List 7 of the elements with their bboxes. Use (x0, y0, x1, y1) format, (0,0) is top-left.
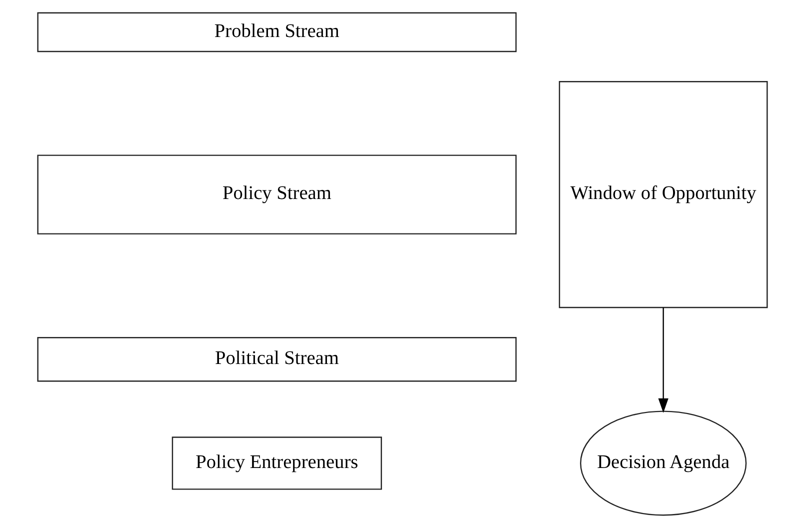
node-box: Policy Entrepreneurs (172, 436, 382, 490)
node-box: Window of Opportunity (558, 81, 768, 308)
node-box: Policy Stream (37, 154, 517, 234)
node-ellipse: Decision Agenda (580, 410, 747, 516)
node-box: Political Stream (37, 337, 517, 382)
node-box: Problem Stream (37, 12, 517, 52)
arrow (658, 308, 668, 413)
